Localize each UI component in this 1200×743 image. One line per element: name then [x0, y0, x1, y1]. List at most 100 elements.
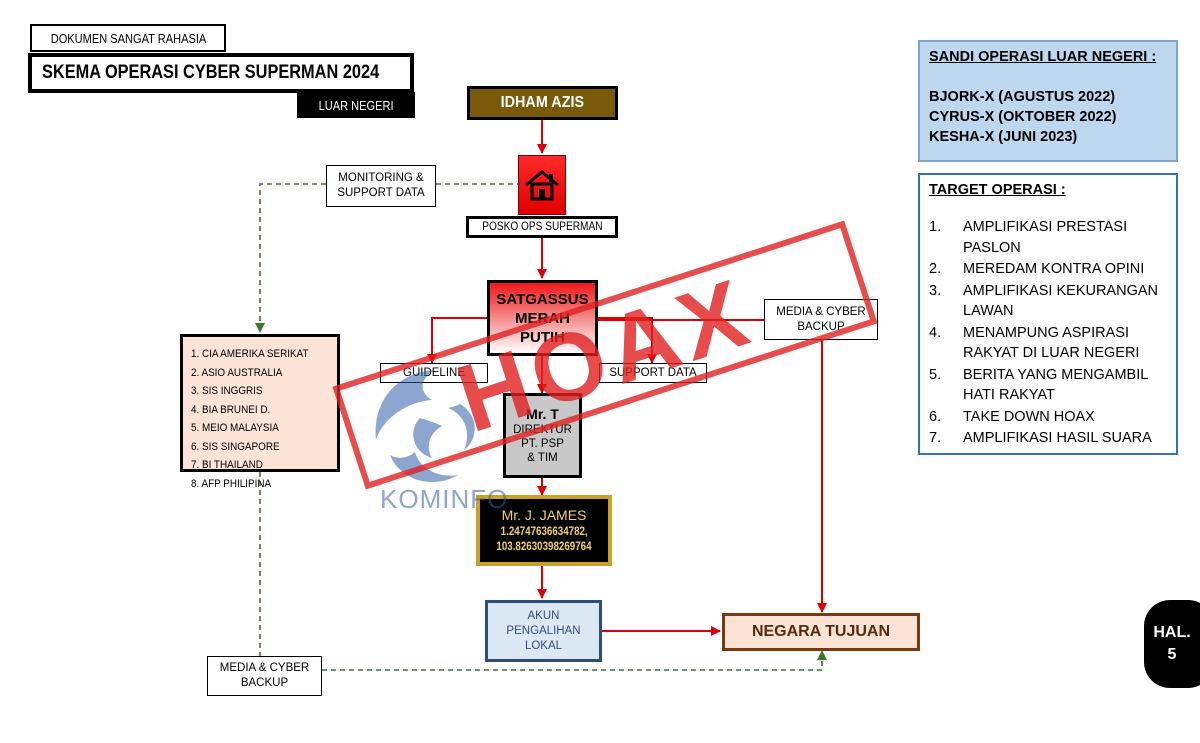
target-item-line: AMPLIFIKASI PRESTASI — [963, 219, 1128, 235]
akun-line-2: PENGALIHAN — [506, 624, 581, 637]
target-item-text: MENAMPUNG ASPIRASI RAKYAT DI LUAR NEGERI — [963, 323, 1139, 364]
target-item-number: 2. — [929, 261, 942, 277]
akun-line-1: AKUN — [527, 609, 560, 622]
target-item-line: BERITA YANG MENGAMBIL — [963, 366, 1149, 383]
page-title-text: SKEMA OPERASI CYBER SUPERMAN 2024 — [42, 62, 380, 83]
target-item-text: AMPLIFIKASI HASIL SUARA — [963, 428, 1152, 449]
target-list: 1. AMPLIFIKASI PRESTASI PASLON 2. MEREDAM KO… — [929, 217, 1176, 449]
idham-label: IDHAM AZIS — [500, 94, 585, 111]
agency-item: 7. BI THAILAND — [191, 459, 263, 471]
target-item: 1. AMPLIFIKASI PRESTASI PASLON — [929, 217, 1176, 258]
target-item: 5. BERITA YANG MENGAMBIL HATI RAKYAT — [929, 365, 1176, 406]
target-item-line: AMPLIFIKASI HASIL SUARA — [963, 430, 1152, 446]
agency-item: 2. ASIO AUSTRALIA — [191, 366, 283, 379]
page-badge-number: 5 — [1167, 646, 1177, 663]
region-label: LUAR NEGERI — [297, 92, 415, 118]
node-media-backup-top: MEDIA & CYBER BACKUP — [764, 299, 878, 340]
media-bottom-line-2: BACKUP — [240, 677, 289, 689]
mr-james-coord-1: 1.24747636634782, — [500, 526, 588, 538]
agency-item: 4. BIA BRUNEI D. — [191, 403, 271, 416]
satgassus-line-3: PUTIH — [520, 328, 565, 346]
sandi-heading: SANDI OPERASI LUAR NEGERI : — [929, 49, 1157, 65]
agency-item: 6. SIS SINGAPORE — [191, 440, 280, 453]
agency-item: 5. MEIO MALAYSIA — [191, 422, 279, 434]
kominfo-logo: KOMINFO — [360, 360, 510, 520]
target-item: 7. AMPLIFIKASI HASIL SUARA — [929, 428, 1176, 449]
target-item-text: BERITA YANG MENGAMBIL HATI RAKYAT — [963, 365, 1148, 406]
target-item-text: AMPLIFIKASI PRESTASI PASLON — [963, 217, 1127, 258]
sandi-item: CYRUS-X (OKTOBER 2022) — [929, 109, 1117, 125]
kominfo-logo-icon: KOMINFO — [375, 370, 508, 514]
target-heading: TARGET OPERASI : — [929, 182, 1066, 198]
target-item-number: 1. — [929, 219, 942, 235]
classification-label: DOKUMEN SANGAT RAHASIA — [30, 24, 226, 52]
target-item-text: AMPLIFIKASI KEKURANGAN LAWAN — [963, 281, 1158, 322]
mr-t-name: Mr. T — [526, 406, 559, 422]
page-number-badge: HAL. 5 — [1144, 600, 1200, 688]
target-item-line: PASLON — [963, 239, 1021, 256]
dash-mediabackup-negara — [322, 650, 827, 671]
agency-list: 1. CIA AMERIKA SERIKAT 2. ASIO AUSTRALIA… — [180, 334, 340, 490]
monitoring-line-1: MONITORING & — [338, 172, 424, 184]
agency-item: 1. CIA AMERIKA SERIKAT — [191, 348, 309, 360]
node-monitoring: MONITORING & SUPPORT DATA — [326, 165, 436, 207]
mr-james-name: Mr. J. JAMES — [501, 507, 587, 523]
kominfo-logo-text: KOMINFO — [380, 484, 508, 514]
node-media-backup-bottom: MEDIA & CYBER BACKUP — [207, 656, 322, 696]
house-icon — [518, 155, 566, 215]
target-item: 4. MENAMPUNG ASPIRASI RAKYAT DI LUAR NEGER… — [929, 323, 1176, 364]
media-bottom-line-1: MEDIA & CYBER — [219, 662, 310, 674]
arrow-satgassus-guideline — [427, 317, 487, 364]
akun-line-3: LOKAL — [524, 639, 563, 652]
target-item-number: 7. — [929, 430, 942, 446]
target-item-line: AMPLIFIKASI KEKURANGAN — [963, 282, 1158, 299]
target-item: 2. MEREDAM KONTRA OPINI — [929, 259, 1176, 280]
target-item: 6. TAKE DOWN HOAX — [929, 407, 1176, 428]
media-top-line-1: MEDIA & CYBER — [776, 305, 866, 318]
media-top-line-2: BACKUP — [797, 320, 845, 333]
target-operasi-box: TARGET OPERASI : 1. AMPLIFIKASI PRESTASI P… — [918, 173, 1178, 455]
monitoring-line-2: SUPPORT DATA — [337, 187, 425, 199]
satgassus-line-1: SATGASSUS — [496, 290, 589, 308]
node-akun-pengalihan: AKUN PENGALIHAN LOKAL — [485, 600, 602, 662]
sandi-item: BJORK-X (AGUSTUS 2022) — [929, 89, 1116, 105]
target-item-line: LAWAN — [963, 303, 1014, 319]
target-item-text: TAKE DOWN HOAX — [963, 407, 1095, 428]
agency-item: 3. SIS INGGRIS — [191, 385, 263, 397]
target-item-text: MEREDAM KONTRA OPINI — [963, 259, 1144, 280]
arrow-satgassus-supportdata — [598, 317, 657, 364]
sandi-operasi-box: SANDI OPERASI LUAR NEGERI : BJORK-X (AGU… — [918, 40, 1178, 162]
mr-james-coord-2: 103.82630398269764 — [496, 541, 592, 553]
node-idham-azis: IDHAM AZIS — [467, 86, 618, 120]
agency-item: 8. AFP PHILIPINA — [191, 477, 272, 490]
page-badge-label: HAL. — [1153, 624, 1191, 641]
target-item-number: 3. — [929, 282, 942, 299]
node-posko: POSKO OPS SUPERMAN — [466, 216, 618, 238]
house-glyph — [525, 170, 559, 201]
mr-t-line-3: & TIM — [527, 452, 558, 464]
target-item-number: 5. — [929, 366, 942, 383]
target-item: 3. AMPLIFIKASI KEKURANGAN LAWAN — [929, 281, 1176, 322]
sandi-item: KESHA-X (JUNI 2023) — [929, 129, 1078, 145]
target-item-line: HATI RAKYAT — [963, 387, 1055, 403]
dash-monitoring-agencies — [255, 183, 326, 333]
mr-t-line-2: PT. PSP — [521, 438, 564, 450]
target-item-line: MENAMPUNG ASPIRASI — [963, 324, 1129, 341]
target-item-line: MEREDAM KONTRA OPINI — [963, 261, 1145, 277]
negara-label: NEGARA TUJUAN — [751, 623, 891, 640]
node-satgassus: SATGASSUS MERAH PUTIH — [487, 280, 598, 356]
node-mr-james: Mr. J. JAMES 1.24747636634782, 103.82630… — [476, 495, 612, 566]
node-mr-t: Mr. T DIREKTUR PT. PSP & TIM — [503, 393, 582, 478]
target-item-number: 6. — [929, 408, 942, 425]
posko-label: POSKO OPS SUPERMAN — [481, 221, 603, 233]
classification-text: DOKUMEN SANGAT RAHASIA — [50, 30, 206, 46]
node-support-data: SUPPORT DATA — [599, 363, 707, 383]
satgassus-line-2: MERAH — [515, 309, 570, 327]
target-item-line: RAKYAT DI LUAR NEGERI — [963, 345, 1140, 361]
region-label-text: LUAR NEGERI — [318, 97, 394, 113]
node-negara-tujuan: NEGARA TUJUAN — [722, 613, 920, 651]
target-item-line: TAKE DOWN HOAX — [963, 408, 1095, 425]
page-title: SKEMA OPERASI CYBER SUPERMAN 2024 — [28, 53, 414, 93]
target-item-number: 4. — [929, 324, 942, 341]
